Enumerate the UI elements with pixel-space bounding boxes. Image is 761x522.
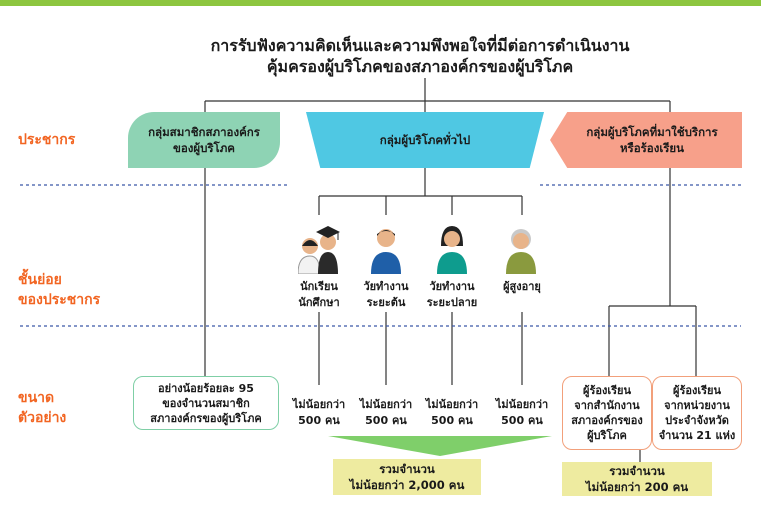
subgroup-young-worker-line2: ระยะต้น [366,296,406,309]
elderly-icon [506,229,536,274]
complainant-province-box: ผู้ร้องเรียน จากหน่วยงาน ประจำจังหวัด จำ… [652,376,742,450]
subgroup-student: นักเรียน นักศึกษา [284,279,354,311]
sample-elderly: ไม่น้อยกว่า 500 คน [486,397,558,429]
sample-young-worker-line1: ไม่น้อยกว่า [359,398,413,411]
sample-late-worker-line1: ไม่น้อยกว่า [425,398,479,411]
sample-elderly-line2: 500 คน [501,414,543,427]
young-worker-icon [371,229,401,274]
subgroup-student-line2: นักศึกษา [298,296,340,309]
complainant-office-line1: ผู้ร้องเรียน [583,384,631,397]
subgroup-elderly: ผู้สูงอายุ [487,279,557,295]
subgroup-late-worker: วัยทำงาน ระยะปลาย [417,279,487,311]
total-complainants: รวมจำนวน ไม่น้อยกว่า 200 คน [562,462,712,496]
sample-late-worker: ไม่น้อยกว่า 500 คน [416,397,488,429]
group-service-line2: หรือร้องเรียน [619,141,685,155]
row-label-subpopulation-1: ชั้นย่อย [18,272,62,288]
sample-young-worker-line2: 500 คน [365,414,407,427]
subgroup-young-worker-line1: วัยทำงาน [363,280,409,293]
row-label-subpopulation-2: ของประชากร [18,292,101,308]
complainant-office-line2: จากสำนักงาน [574,399,640,412]
sample-student-line2: 500 คน [298,414,340,427]
subgroup-late-worker-line1: วัยทำงาน [429,280,475,293]
member-sample-line3: สภาองค์กรของผู้บริโภค [150,411,262,425]
diagram-title-line2: คุ้มครองผู้บริโภคของสภาองค์กรของผู้บริโภ… [266,57,574,76]
group-members-line2: ของผู้บริโภค [172,141,236,155]
student-icon [298,226,340,274]
diagram-title-line1: การรับฟังความคิดเห็นและความพึงพอใจที่มีต… [210,36,630,55]
group-members-line1: กลุ่มสมาชิกสภาองค์กร [148,125,260,139]
sample-elderly-line1: ไม่น้อยกว่า [495,398,549,411]
complainant-province-line3: ประจำจังหวัด [665,414,729,427]
sample-student-line1: ไม่น้อยกว่า [292,398,346,411]
group-general-consumers: กลุ่มผู้บริโภคทั่วไป [306,112,544,168]
row-label-population: ประชากร [18,132,76,148]
complainant-office-line3: สภาองค์กรของ [571,414,643,427]
complainant-province-line4: จำนวน 21 แห่ง [658,429,736,442]
top-accent-bar [0,0,761,6]
group-service-line1: กลุ่มผู้บริโภคที่มาใช้บริการ [586,125,718,139]
subgroup-elderly-line1: ผู้สูงอายุ [503,280,541,293]
group-general-label: กลุ่มผู้บริโภคทั่วไป [379,133,471,147]
total-complainants-line2: ไม่น้อยกว่า 200 คน [585,480,689,494]
member-sample-line1: อย่างน้อยร้อยละ 95 [158,381,254,395]
row-label-sample-size-2: ตัวอย่าง [18,410,67,426]
late-worker-icon [437,226,467,274]
member-sample-line2: ของจำนวนสมาชิก [162,396,250,410]
group-members: กลุ่มสมาชิกสภาองค์กรของผู้บริโภค [128,112,280,168]
group-service-users: กลุ่มผู้บริโภคที่มาใช้บริการหรือร้องเรีย… [550,112,742,168]
complainant-province-line1: ผู้ร้องเรียน [673,384,721,397]
sample-young-worker: ไม่น้อยกว่า 500 คน [350,397,422,429]
member-sample-box: อย่างน้อยร้อยละ 95 ของจำนวนสมาชิก สภาองค… [133,376,279,430]
complainant-province-line2: จากหน่วยงาน [664,399,730,412]
complainant-office-box: ผู้ร้องเรียน จากสำนักงาน สภาองค์กรของ ผู… [562,376,652,450]
total-complainants-line1: รวมจำนวน [609,464,665,478]
total-general-line2: ไม่น้อยกว่า 2,000 คน [349,478,465,492]
sample-student: ไม่น้อยกว่า 500 คน [283,397,355,429]
subgroup-young-worker: วัยทำงาน ระยะต้น [351,279,421,311]
complainant-office-line4: ผู้บริโภค [587,429,627,442]
row-label-sample-size-1: ขนาด [18,390,55,406]
total-general-line1: รวมจำนวน [379,462,435,476]
total-general: รวมจำนวน ไม่น้อยกว่า 2,000 คน [333,459,481,495]
subgroup-late-worker-line2: ระยะปลาย [426,296,478,309]
sample-late-worker-line2: 500 คน [431,414,473,427]
subgroup-student-line1: นักเรียน [300,280,338,293]
